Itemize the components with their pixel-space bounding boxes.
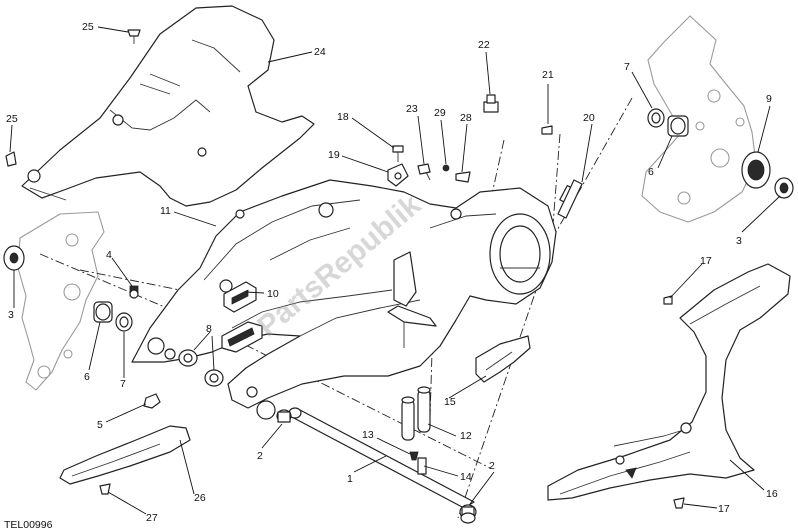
chain-guard [547,263,791,501]
callout-21: 21 [542,69,554,81]
callout-2-left: 2 [257,450,263,462]
screw-18 [392,145,404,162]
seal-ring-right [647,108,665,128]
callout-14: 14 [460,471,472,483]
screw-23 [417,163,431,181]
right-frame-plate-ghost [641,15,757,223]
callout-1: 1 [347,473,353,485]
bearing-right [667,115,689,137]
oil-seal [741,151,771,189]
grease-nipple [129,285,139,299]
swingarm [131,179,557,420]
callout-26: 26 [194,492,206,504]
callout-16: 16 [766,488,778,500]
callout-11: 11 [160,205,171,217]
screw-27 [99,483,111,495]
callout-23: 23 [406,103,418,115]
callout-10: 10 [267,288,279,300]
bolt-14 [417,457,427,475]
callout-15: 15 [444,396,456,408]
callout-18: 18 [337,111,349,123]
callout-25-left: 25 [6,113,18,125]
screw-lower-17 [673,497,685,509]
bearing-cap-right [774,177,794,199]
callout-22: 22 [478,39,490,51]
screw-29 [442,164,450,172]
swingarm-pivot-shaft [288,407,475,509]
washers [178,349,224,387]
bearing-left [93,301,113,323]
callout-17-upper: 17 [700,255,712,267]
callout-3-left: 3 [8,309,14,321]
eccentric-bolt [557,179,583,219]
callout-20: 20 [583,112,595,124]
screw-13 [409,451,419,461]
seal-ring-left [115,312,133,332]
callout-labels: 25 24 25 18 19 23 29 28 22 21 20 7 6 9 3… [6,21,778,524]
callout-5: 5 [97,419,103,431]
callout-8: 8 [206,323,212,335]
leader-lines [9,26,781,515]
cable-clamp [387,163,409,187]
callout-9: 9 [766,93,772,105]
callout-17-lower: 17 [718,503,730,515]
callout-12: 12 [460,430,472,442]
left-frame-plate-ghost [17,211,105,391]
callout-24: 24 [314,46,326,58]
bleed-fitting [483,94,499,113]
callout-27: 27 [146,512,158,524]
spacer-left [276,409,292,423]
diagram-code: TEL00996 [4,519,53,531]
callout-29: 29 [434,107,446,119]
screw-21 [541,125,553,135]
stand-pins [401,386,431,441]
callout-19: 19 [328,149,340,161]
callout-6-right: 6 [648,166,654,178]
clip [455,171,471,183]
nut [143,393,161,409]
callout-2-right: 2 [489,460,495,472]
callout-3-right: 3 [736,235,742,247]
protection-cover [475,335,531,383]
lower-guard [59,425,191,485]
bearing-cap-left [3,245,25,271]
rear-mudguard [21,5,315,207]
spacer-right [459,504,477,524]
screw-left-25 [5,151,17,167]
callout-25-top: 25 [82,21,94,33]
callout-6-left: 6 [84,371,90,383]
callout-7-right: 7 [624,61,630,73]
callout-13: 13 [362,429,374,441]
callout-7-left: 7 [120,378,126,390]
callout-28: 28 [460,112,472,124]
callout-4: 4 [106,249,112,261]
screw-top-25 [127,29,141,44]
chain-slider [221,281,263,353]
